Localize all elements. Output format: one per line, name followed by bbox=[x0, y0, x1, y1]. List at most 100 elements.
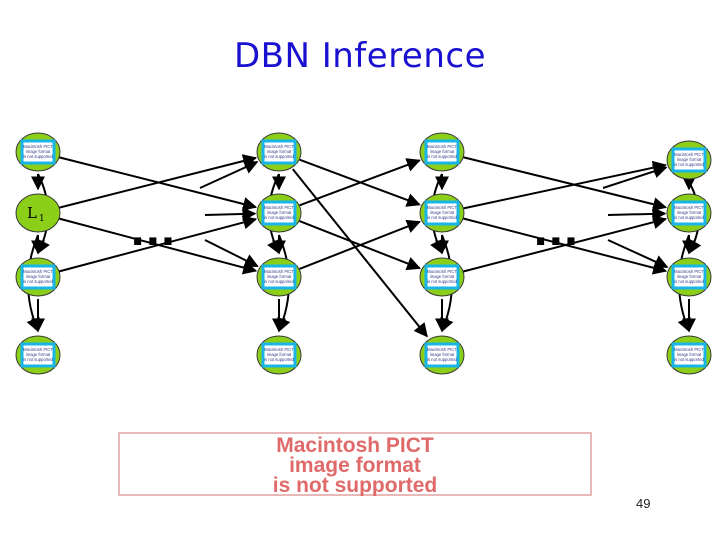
edge-n02-n11 bbox=[59, 215, 258, 273]
placeholder-text: image format bbox=[267, 352, 292, 357]
edge-s5-n31 bbox=[607, 206, 667, 221]
placeholder-text: is not supported bbox=[427, 357, 457, 362]
placeholder-text: image format bbox=[430, 274, 455, 279]
pict-placeholder-icon bbox=[20, 264, 56, 290]
pict-placeholder-icon bbox=[261, 200, 297, 226]
edge-n10-n23 bbox=[291, 168, 428, 338]
placeholder-text: is not supported bbox=[674, 357, 704, 362]
pict-line-3: is not supported bbox=[273, 474, 438, 496]
placeholder-text: Macintosh PICT bbox=[264, 347, 294, 352]
edge-s2-n11 bbox=[204, 206, 257, 221]
placeholder-text: Macintosh PICT bbox=[264, 144, 294, 149]
edge-n12-n21 bbox=[299, 219, 421, 270]
placeholder-text: image format bbox=[677, 352, 702, 357]
pict-placeholder-icon bbox=[261, 342, 297, 368]
placeholder-text: Macintosh PICT bbox=[427, 347, 457, 352]
node-label-l1: L bbox=[27, 204, 37, 222]
placeholder-text: Macintosh PICT bbox=[427, 205, 457, 210]
pict-placeholder-icon bbox=[424, 264, 460, 290]
placeholder-text: image format bbox=[267, 149, 292, 154]
placeholder-text: image format bbox=[26, 352, 51, 357]
placeholder-text: image format bbox=[677, 157, 702, 162]
pict-placeholder-icon bbox=[20, 139, 56, 165]
edge-n21-n30 bbox=[463, 160, 667, 210]
pict-placeholder-icon bbox=[424, 139, 460, 165]
placeholder-text: is not supported bbox=[23, 357, 53, 362]
pict-placeholder-icon bbox=[671, 147, 707, 173]
placeholder-text: image format bbox=[430, 149, 455, 154]
placeholder-text: image format bbox=[430, 352, 455, 357]
pict-placeholder-icon bbox=[671, 200, 707, 226]
placeholder-text: Macintosh PICT bbox=[674, 205, 704, 210]
placeholder-text: Macintosh PICT bbox=[264, 269, 294, 274]
placeholder-text: is not supported bbox=[427, 154, 457, 159]
node-ellipse bbox=[15, 193, 61, 233]
placeholder-text: is not supported bbox=[264, 215, 294, 220]
placeholder-text: image format bbox=[267, 210, 292, 215]
placeholder-text: Macintosh PICT bbox=[674, 347, 704, 352]
pict-placeholder-icon bbox=[424, 342, 460, 368]
edge-n20-n31 bbox=[463, 156, 668, 212]
placeholder-text: is not supported bbox=[23, 279, 53, 284]
edge-n11-n20 bbox=[299, 158, 421, 207]
placeholder-text: is not supported bbox=[674, 162, 704, 167]
ellipsis-left: ... bbox=[130, 209, 176, 255]
placeholder-text: is not supported bbox=[23, 154, 53, 159]
placeholder-text: Macintosh PICT bbox=[427, 144, 457, 149]
page-number: 49 bbox=[636, 496, 651, 511]
placeholder-text: Macintosh PICT bbox=[674, 152, 704, 157]
placeholder-text: image format bbox=[677, 210, 702, 215]
pict-line-1: Macintosh PICT bbox=[276, 434, 434, 457]
ellipsis-right: ... bbox=[533, 209, 579, 255]
pict-placeholder-icon bbox=[261, 139, 297, 165]
placeholder-text: is not supported bbox=[674, 215, 704, 220]
placeholder-text: Macintosh PICT bbox=[23, 144, 53, 149]
placeholder-text: is not supported bbox=[427, 279, 457, 284]
placeholder-text: is not supported bbox=[674, 279, 704, 284]
edge-s4-n30 bbox=[602, 164, 668, 189]
edge-s6-n32 bbox=[607, 239, 669, 269]
placeholder-text: image format bbox=[267, 274, 292, 279]
edges-group bbox=[26, 154, 702, 338]
edge-s1-n10 bbox=[199, 160, 259, 189]
edge-n22-n31 bbox=[463, 215, 668, 273]
placeholder-text: Macintosh PICT bbox=[23, 347, 53, 352]
slide-title: DBN Inference bbox=[233, 36, 487, 76]
placeholder-text: image format bbox=[430, 210, 455, 215]
placeholder-text: Macintosh PICT bbox=[427, 269, 457, 274]
placeholder-text: is not supported bbox=[264, 357, 294, 362]
edge-n01-n10 bbox=[59, 154, 258, 209]
pict-placeholder-icon bbox=[261, 264, 297, 290]
pict-placeholder-icon bbox=[20, 342, 56, 368]
placeholder-text: Macintosh PICT bbox=[674, 269, 704, 274]
placeholder-text: Macintosh PICT bbox=[264, 205, 294, 210]
pict-placeholder-icon bbox=[424, 200, 460, 226]
placeholder-text: is not supported bbox=[427, 215, 457, 220]
edge-s3-n12 bbox=[204, 239, 259, 268]
placeholder-text: Macintosh PICT bbox=[23, 269, 53, 274]
placeholder-text: image format bbox=[26, 274, 51, 279]
pict-placeholder-icon bbox=[671, 342, 707, 368]
placeholder-text: image format bbox=[26, 149, 51, 154]
pict-placeholder-image: Macintosh PICT image format is not suppo… bbox=[118, 432, 592, 496]
placeholder-text: is not supported bbox=[264, 279, 294, 284]
node-label-l1-sub: 1 bbox=[39, 214, 45, 224]
